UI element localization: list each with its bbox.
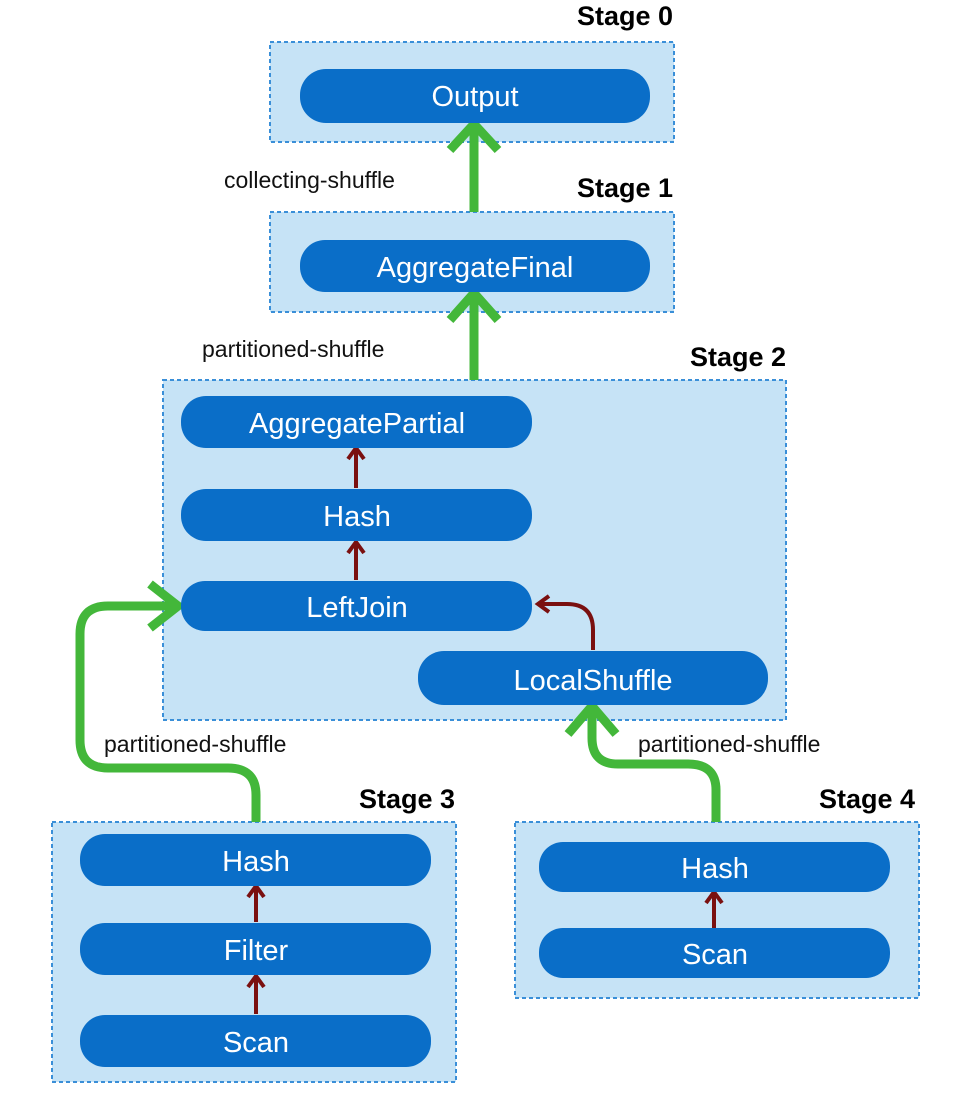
stage3-to-stage2-shuffle-label: partitioned-shuffle: [104, 731, 286, 757]
svg-text:AggregatePartial: AggregatePartial: [249, 408, 465, 440]
collecting-shuffle-label: collecting-shuffle: [224, 167, 395, 193]
svg-text:AggregateFinal: AggregateFinal: [377, 252, 574, 284]
operator-localshuffle: LocalShuffle: [418, 651, 768, 705]
stage4-to-stage2-shuffle-arrow: [564, 699, 721, 822]
svg-text:Filter: Filter: [224, 935, 289, 967]
operator-output: Output: [300, 69, 650, 123]
stage-4-title: Stage 4: [819, 784, 915, 814]
operator-s3-hash: Hash: [80, 834, 431, 886]
stage-0-title: Stage 0: [577, 1, 673, 31]
stage2-to-stage1-shuffle-arrow: [446, 286, 502, 380]
stage-2-title: Stage 2: [690, 342, 786, 372]
svg-text:LeftJoin: LeftJoin: [306, 592, 408, 624]
operator-aggregatepartial: AggregatePartial: [181, 396, 532, 448]
s2-localshuffle-to-leftjoin-arrow: [534, 594, 595, 650]
operator-aggregatefinal: AggregateFinal: [300, 240, 650, 292]
operator-s4-hash: Hash: [539, 842, 890, 892]
svg-text:LocalShuffle: LocalShuffle: [513, 665, 672, 697]
operator-s3-filter: Filter: [80, 923, 431, 975]
svg-text:Scan: Scan: [223, 1027, 289, 1059]
svg-text:Hash: Hash: [323, 501, 391, 533]
operator-s3-scan: Scan: [80, 1015, 431, 1067]
s2-leftjoin-to-hash-arrow: [346, 538, 366, 580]
svg-text:Hash: Hash: [681, 853, 749, 885]
stage4-to-stage2-shuffle-label: partitioned-shuffle: [638, 731, 820, 757]
operator-leftjoin: LeftJoin: [181, 581, 532, 631]
operator-s2-hash: Hash: [181, 489, 532, 541]
collecting-shuffle-arrow: [446, 117, 502, 212]
stage-1-title: Stage 1: [577, 173, 673, 203]
stage-3-title: Stage 3: [359, 784, 455, 814]
stage3-to-stage2-shuffle-arrow: [75, 580, 261, 822]
s3-scan-to-filter-arrow: [246, 972, 266, 1014]
svg-text:Output: Output: [431, 81, 518, 113]
svg-text:Scan: Scan: [682, 939, 748, 971]
svg-text:Hash: Hash: [222, 846, 290, 878]
operator-s4-scan: Scan: [539, 928, 890, 978]
stage2-to-stage1-shuffle-label: partitioned-shuffle: [202, 336, 384, 362]
